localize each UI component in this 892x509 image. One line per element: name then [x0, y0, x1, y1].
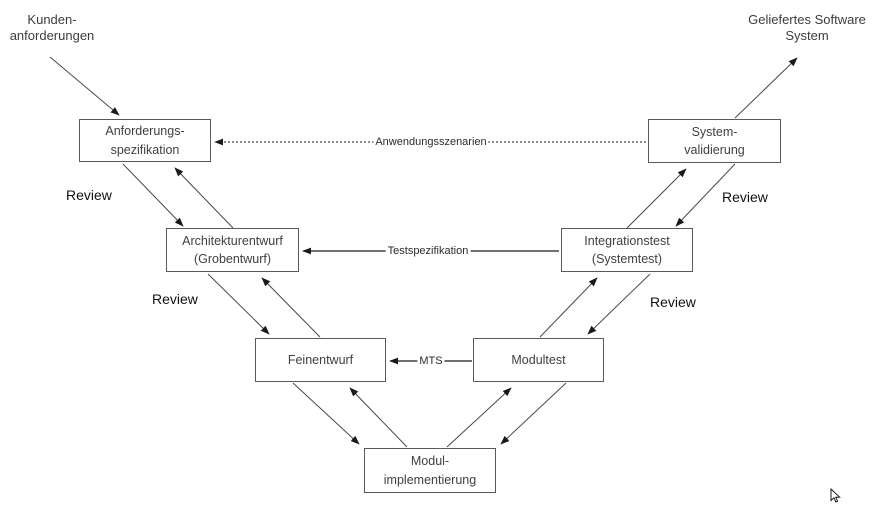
arrow-geliefertes-system-out	[734, 57, 798, 119]
arrow-modultest-to-integration	[539, 277, 598, 338]
box-anforderungsspezifikation: Anforderungs- spezifikation	[79, 119, 211, 162]
arrow-integration-to-systemvalidierung	[626, 168, 687, 229]
arrow-architektur-to-feinentwurf	[207, 273, 270, 335]
box-systemvalidierung: System- validierung	[648, 119, 781, 163]
arrow-architektur-to-anforderung	[174, 167, 234, 229]
arrow-kundenanforderungen-in	[49, 56, 120, 116]
arrow-modulimpl-to-modultest	[446, 387, 512, 448]
arrow-feinentwurf-to-modulimpl	[292, 382, 360, 445]
label-review-right-lower: Review	[650, 294, 696, 310]
arrow-anforderung-to-architektur	[122, 163, 184, 227]
box-architekturentwurf: Architekturentwurf (Grobentwurf)	[166, 228, 299, 272]
label-geliefertes-software-system: Geliefertes Software System	[748, 12, 866, 44]
label-review-left-lower: Review	[152, 291, 198, 307]
arrow-integration-to-modultest	[587, 273, 651, 335]
box-modultest: Modultest	[473, 338, 604, 382]
box-modulimplementierung: Modul- implementierung	[364, 448, 496, 493]
label-review-left-upper: Review	[66, 187, 112, 203]
label-anwendungsszenarien: Anwendungsszenarien	[373, 136, 489, 148]
label-mts: MTS	[417, 355, 445, 367]
mouse-cursor-icon	[830, 488, 841, 503]
label-testspezifikation: Testspezifikation	[385, 245, 471, 257]
label-review-right-upper: Review	[722, 189, 768, 205]
label-kundenanforderungen: Kunden- anforderungen	[9, 12, 95, 44]
arrow-systemvalidierung-to-integration	[675, 163, 736, 227]
arrow-feinentwurf-to-architektur	[261, 277, 321, 338]
arrow-modultest-to-modulimpl	[500, 382, 567, 445]
arrow-modulimpl-to-feinentwurf	[349, 387, 408, 448]
box-integrationstest: Integrationstest (Systemtest)	[561, 228, 693, 272]
box-feinentwurf: Feinentwurf	[255, 338, 386, 382]
